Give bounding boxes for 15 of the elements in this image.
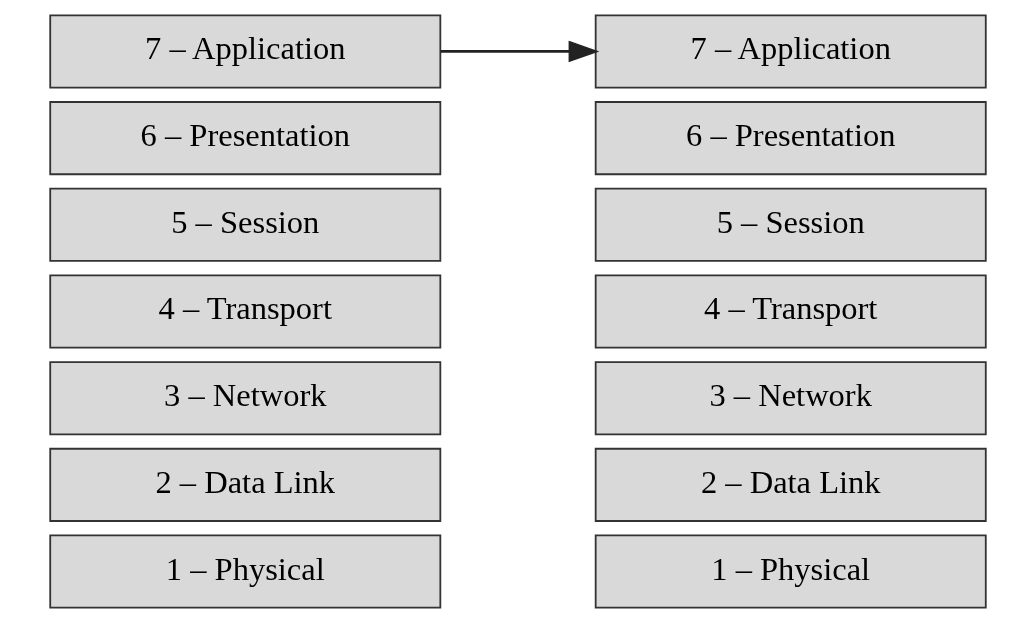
node-box: 4 – Transport: [49, 274, 442, 349]
node-box: 2 – Data Link: [49, 447, 442, 522]
node-box: 4 – Transport: [594, 274, 987, 349]
node-box: 7 – Application: [49, 14, 442, 89]
node-box: 5 – Session: [49, 187, 442, 262]
node-box: 5 – Session: [594, 187, 987, 262]
node-box: 1 – Physical: [594, 534, 987, 609]
node-box: 6 – Presentation: [594, 101, 987, 176]
node-box: 6 – Presentation: [49, 101, 442, 176]
node-box: 3 – Network: [594, 361, 987, 436]
node-box: 7 – Application: [594, 14, 987, 89]
node-box: 3 – Network: [49, 361, 442, 436]
node-box: 2 – Data Link: [594, 447, 987, 522]
node-box: 1 – Physical: [49, 534, 442, 609]
arrow: [440, 40, 600, 63]
